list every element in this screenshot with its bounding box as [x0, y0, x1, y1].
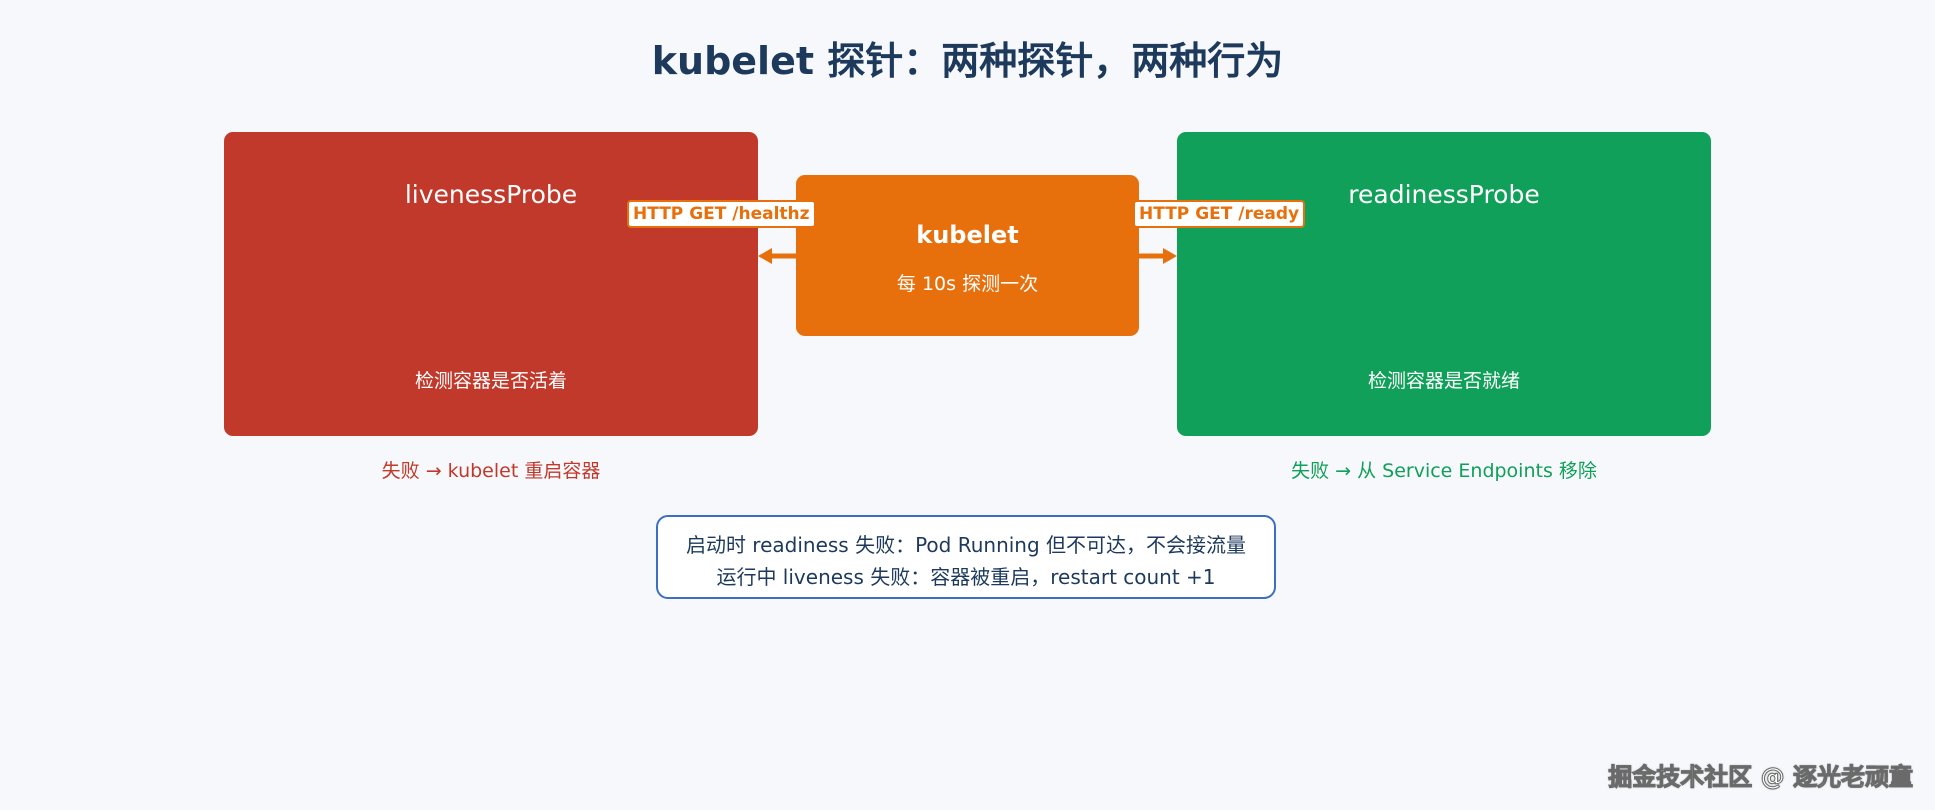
readiness-failure-outcome: 失败 → 从 Service Endpoints 移除	[1291, 460, 1597, 482]
arrow-to-liveness	[758, 248, 796, 264]
kubelet-interval: 每 10s 探测一次	[896, 273, 1039, 295]
ready-endpoint-label: HTTP GET /ready	[1133, 200, 1306, 228]
readiness-probe-title: readinessProbe	[1348, 180, 1540, 209]
liveness-probe-box: livenessProbe 检测容器是否活着	[224, 132, 758, 436]
diagram-title: kubelet 探针：两种探针，两种行为	[651, 39, 1284, 83]
note-line-runtime: 运行中 liveness 失败：容器被重启，restart count +1	[716, 565, 1216, 589]
healthz-endpoint-label: HTTP GET /healthz	[627, 200, 816, 228]
readiness-probe-description: 检测容器是否就绪	[1367, 370, 1520, 392]
kubelet-box: kubelet 每 10s 探测一次	[796, 175, 1139, 336]
liveness-failure-outcome: 失败 → kubelet 重启容器	[381, 460, 601, 482]
note-line-startup: 启动时 readiness 失败：Pod Running 但不可达，不会接流量	[685, 533, 1247, 557]
readiness-probe-box: readinessProbe 检测容器是否就绪	[1177, 132, 1711, 436]
behavior-note: 启动时 readiness 失败：Pod Running 但不可达，不会接流量 …	[656, 515, 1276, 599]
liveness-probe-description: 检测容器是否活着	[414, 370, 567, 392]
arrow-to-readiness	[1139, 248, 1177, 264]
kubelet-title: kubelet	[916, 221, 1019, 249]
watermark: 掘金技术社区 @ 逐光老顽童	[1608, 763, 1914, 792]
liveness-probe-title: livenessProbe	[404, 180, 578, 209]
